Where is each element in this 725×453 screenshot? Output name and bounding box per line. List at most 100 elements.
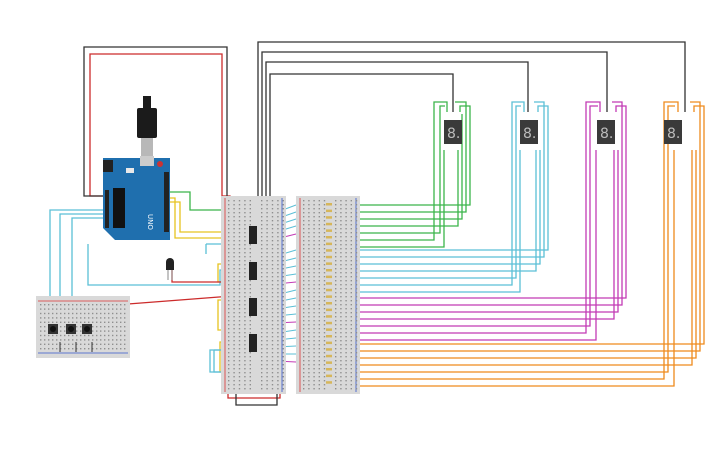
resistor[interactable] [326,249,332,252]
breadboard-hole [277,344,279,346]
resistor[interactable] [326,308,332,312]
seven-segment-display-1[interactable]: 8. [444,120,462,144]
push-button-3[interactable] [82,324,92,334]
resistor[interactable] [326,315,332,318]
breadboard-hole [238,344,241,346]
breadboard-hole [350,360,352,362]
shift-register-2[interactable] [249,262,257,280]
reset-button[interactable] [157,161,163,167]
cyan-wire-1[interactable] [49,209,105,320]
breadboard-hole [323,300,326,302]
orange-bundle-display-4[interactable] [355,101,705,387]
breadboard-hole [120,343,122,345]
breadboard-hole [340,212,342,214]
black-wire-display-2[interactable] [265,61,529,210]
seven-segment-display-4[interactable]: 8. [664,120,682,144]
breadboard-hole [277,300,279,302]
cyan-wire-2[interactable] [87,244,232,286]
breadboard-hole [313,220,315,222]
shift-register-1[interactable] [249,226,257,244]
resistor[interactable] [326,236,332,239]
breadboard-hole [124,339,126,341]
breadboard-hole [96,312,98,315]
push-button-1[interactable] [48,324,58,334]
breadboard-hole [308,348,310,350]
breadboard-hole [355,272,358,274]
resistor[interactable] [326,335,332,338]
breadboard-left[interactable] [221,196,286,394]
breadboard-hole [120,317,122,319]
breadboard-hole [313,212,315,214]
small-breadboard[interactable] [36,296,130,358]
resistor[interactable] [326,209,332,213]
black-wire-display-4[interactable] [257,41,686,200]
resistor[interactable] [326,216,332,219]
breadboard-hole [244,272,246,274]
resistor[interactable] [326,321,332,325]
cyan-wire-3[interactable] [205,243,240,373]
cyan-bundle-display-2[interactable] [355,101,549,293]
breadboard-hole [323,336,326,338]
resistor[interactable] [326,255,332,259]
shift-register-3[interactable] [249,298,257,316]
green-signal-wire[interactable] [165,191,236,211]
breadboard-hole [335,356,337,358]
breadboard-hole [52,334,54,337]
breadboard-hole [40,321,42,323]
resistor[interactable] [326,275,332,279]
seven-segment-display-2[interactable]: 8. [520,120,538,144]
magenta-bundle-display-3[interactable] [355,101,627,341]
breadboard-hole [271,332,274,334]
resistor[interactable] [326,295,332,298]
breadboard-hole [282,240,284,242]
shift-register-4[interactable] [249,334,257,352]
breadboard-hole [266,276,268,278]
green-bundle-display-1[interactable] [355,101,471,248]
temperature-sensor[interactable] [166,258,174,280]
breadboard-hole [282,244,284,246]
resistor[interactable] [326,282,332,285]
resistor[interactable] [326,302,332,305]
breadboard-hole [261,360,263,362]
breadboard-hole [350,276,352,278]
resistor[interactable] [326,262,332,265]
breadboard-hole [277,356,279,358]
breadboard-hole [104,308,106,310]
resistor[interactable] [326,288,332,292]
black-wire-display-1[interactable] [269,73,454,215]
breadboard-hole [277,212,279,214]
resistor[interactable] [326,229,332,232]
breadboard-hole [108,312,110,315]
breadboard-hole [340,364,342,366]
breadboard-hole [345,332,347,334]
resistor[interactable] [326,374,332,378]
resistor[interactable] [326,381,332,384]
seven-segment-display-3[interactable]: 8. [597,120,615,144]
resistor[interactable] [326,354,332,358]
breadboard-hole [355,308,358,310]
resistor[interactable] [326,203,332,206]
breadboard-hole [282,372,284,374]
resistor[interactable] [326,242,332,246]
arduino-uno-board[interactable]: UNO [103,96,170,240]
red-wire-small-board[interactable] [127,295,233,305]
resistor[interactable] [326,348,332,351]
breadboard-hole [244,320,246,322]
black-wire-display-3[interactable] [261,51,608,205]
resistor[interactable] [326,269,332,272]
breadboard-hole [244,288,246,290]
resistor[interactable] [326,341,332,345]
breadboard-right[interactable] [296,196,360,394]
yellow-wire-2[interactable] [170,201,236,233]
breadboard-hole [124,312,126,315]
resistor[interactable] [326,328,332,331]
push-button-2[interactable] [66,324,76,334]
resistor[interactable] [326,361,332,364]
resistor[interactable] [326,368,332,371]
resistor[interactable] [326,222,332,226]
usb-connector [141,138,153,156]
breadboard-hole [345,344,347,346]
breadboard-hole [68,308,70,310]
breadboard-hole [303,388,305,390]
